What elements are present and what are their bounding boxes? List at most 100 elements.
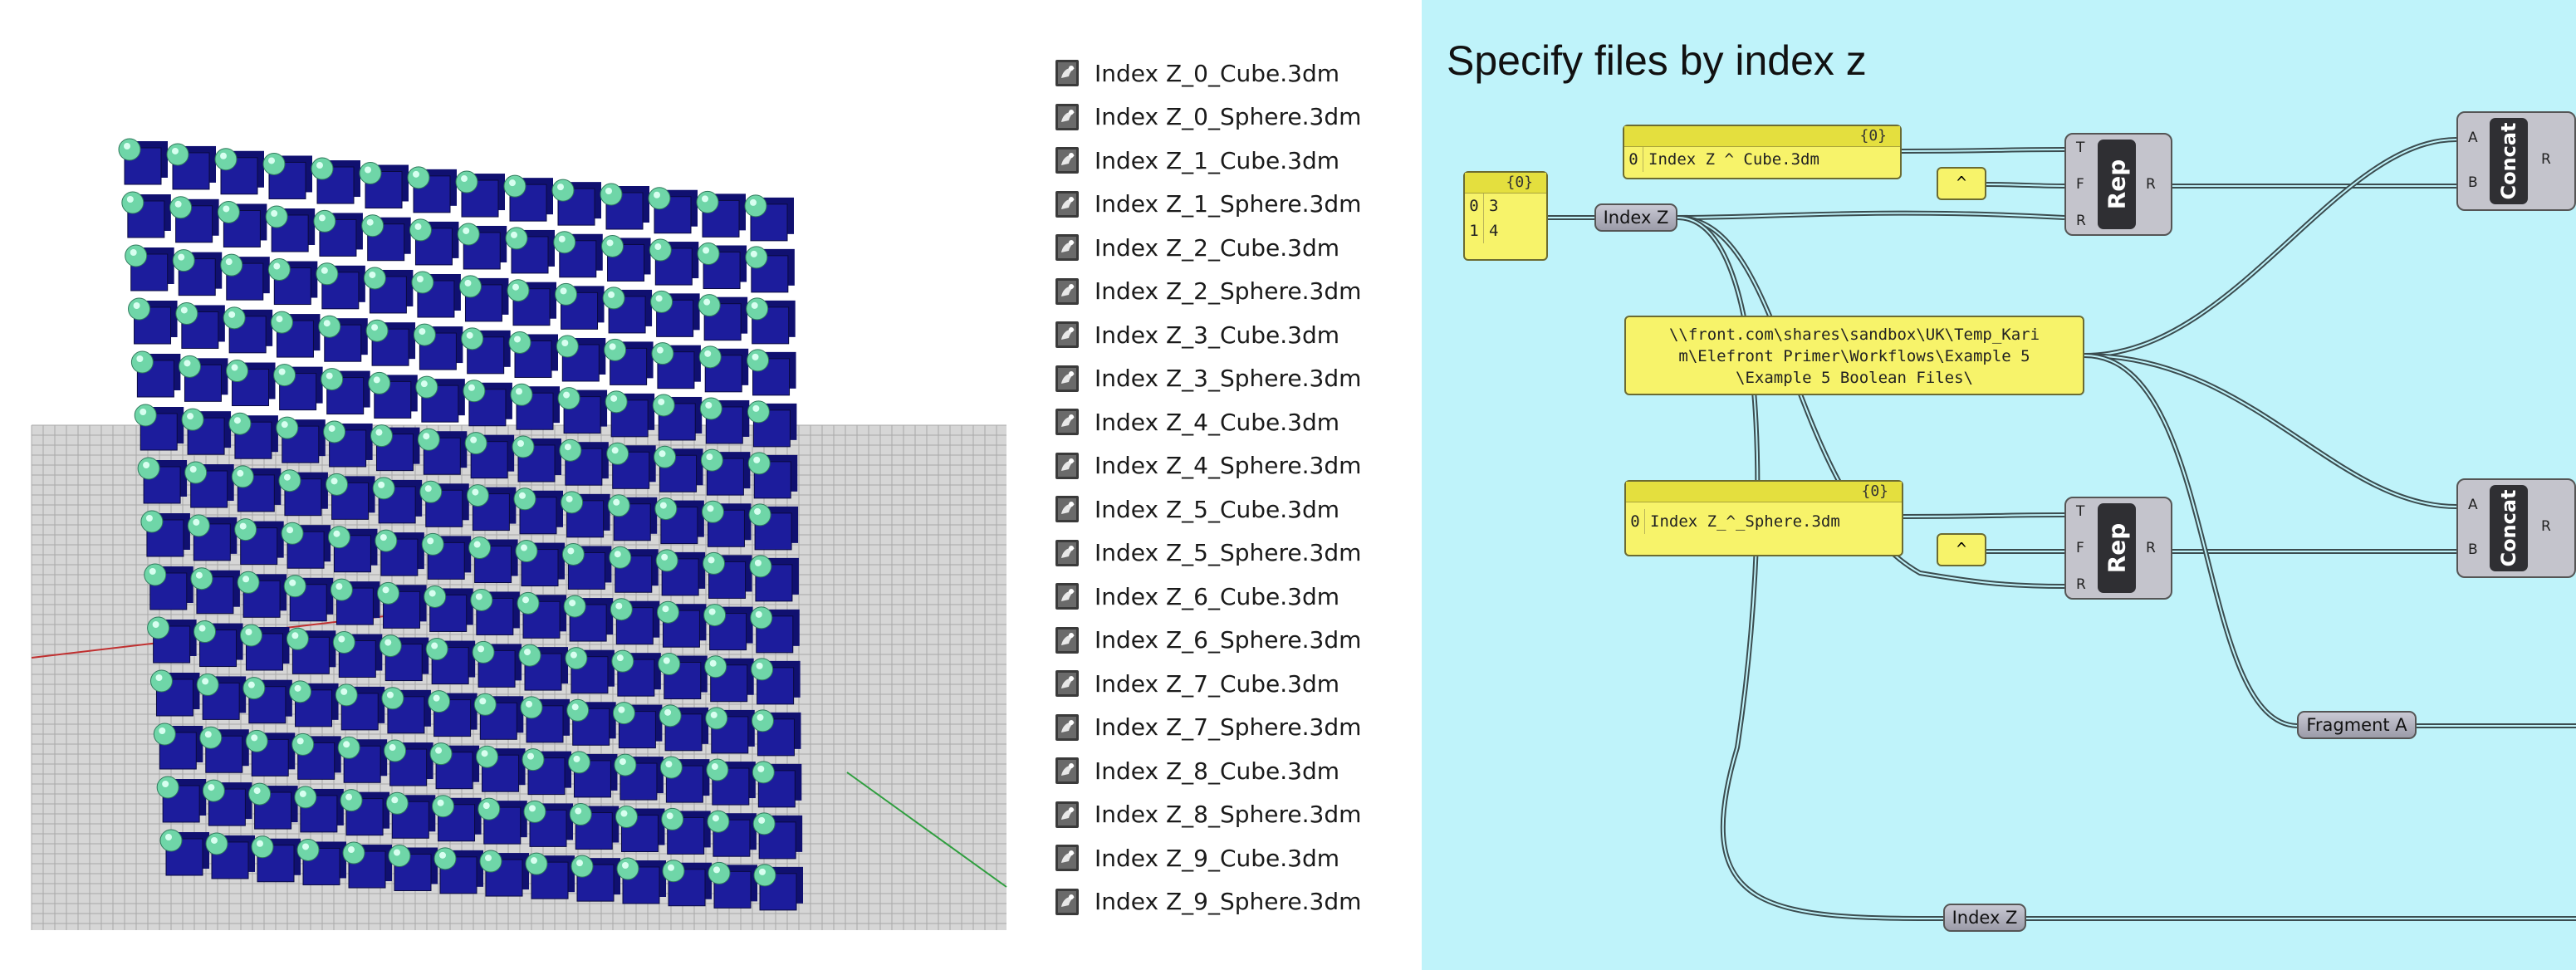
caret-panel[interactable]: ^	[1937, 167, 1986, 200]
wire-core	[2084, 355, 2457, 507]
concatenate-component[interactable]: A B Concat R	[2456, 478, 2576, 578]
file-list-item[interactable]: Index Z_1_Sphere.3dm	[1053, 183, 1402, 227]
replace-component[interactable]: T F R Rep R	[2064, 133, 2172, 236]
file-list-item[interactable]: Index Z_4_Sphere.3dm	[1053, 444, 1402, 488]
path-line-2: m\Elefront Primer\Workflows\Example 5	[1678, 347, 2030, 365]
file-list-item[interactable]: Index Z_0_Sphere.3dm	[1053, 96, 1402, 140]
rhino-file-icon	[1055, 583, 1079, 610]
file-list-item[interactable]: Index Z_3_Sphere.3dm	[1053, 357, 1402, 401]
relay-fragment-a[interactable]: Fragment A	[2297, 711, 2417, 739]
file-list-item[interactable]: Index Z_6_Cube.3dm	[1053, 575, 1402, 619]
file-list-item[interactable]: Index Z_9_Cube.3dm	[1053, 836, 1402, 880]
rhino-file-icon	[1055, 845, 1079, 872]
panel-header: {0}	[1626, 482, 1902, 502]
wire-core	[2084, 139, 2457, 356]
port-out: R	[2541, 151, 2551, 168]
rhino-viewport[interactable]	[0, 0, 1038, 970]
rhino-file-icon	[1055, 409, 1079, 436]
panel-header: {0}	[1624, 126, 1900, 147]
panel-text: \\front.com\shares\sandbox\UK\Temp_Kari …	[1626, 317, 2083, 395]
file-name: Index Z_4_Sphere.3dm	[1095, 452, 1362, 480]
rhino-file-icon	[1055, 496, 1079, 523]
rhino-file-icon	[1055, 277, 1079, 305]
caret-text: ^	[1956, 173, 1967, 193]
viewport-scene	[31, 138, 1007, 930]
replace-component[interactable]: T F R Rep R	[2064, 497, 2172, 600]
panel-header: {0}	[1465, 173, 1546, 194]
cube-array	[118, 138, 803, 911]
relay-index-z-bottom[interactable]: Index Z	[1943, 904, 2026, 932]
concatenate-component[interactable]: A B Concat R	[2456, 111, 2576, 211]
row-value: 3	[1489, 197, 1499, 215]
rhino-file-icon	[1055, 60, 1079, 87]
file-list-item[interactable]: Index Z_7_Sphere.3dm	[1053, 706, 1402, 750]
y-axis-line	[846, 772, 1007, 888]
component-label: Concat	[2497, 122, 2520, 200]
canvas-title: Specify files by index z	[1447, 37, 1867, 84]
rhino-file-icon	[1055, 757, 1079, 785]
file-list-item[interactable]: Index Z_5_Cube.3dm	[1053, 487, 1402, 532]
wire-core	[1677, 217, 1944, 919]
file-list-item[interactable]: Index Z_0_Cube.3dm	[1053, 51, 1402, 96]
caret-text: ^	[1956, 539, 1967, 559]
row-value: 4	[1489, 222, 1499, 240]
port-a: A	[2468, 130, 2478, 146]
rhino-file-icon	[1055, 147, 1079, 174]
file-name: Index Z_6_Cube.3dm	[1095, 582, 1340, 610]
file-list-item[interactable]: Index Z_4_Cube.3dm	[1053, 400, 1402, 444]
file-list-item[interactable]: Index Z_1_Cube.3dm	[1053, 139, 1402, 183]
file-name: Index Z_7_Sphere.3dm	[1095, 713, 1362, 742]
rhino-file-icon	[1055, 321, 1079, 349]
file-list-item[interactable]: Index Z_8_Sphere.3dm	[1053, 793, 1402, 837]
file-name: Index Z_7_Cube.3dm	[1095, 669, 1340, 698]
rhino-file-icon	[1055, 190, 1079, 218]
file-name: Index Z_1_Sphere.3dm	[1095, 190, 1362, 218]
wire-core	[1901, 149, 2065, 152]
row-index: 1	[1465, 218, 1484, 243]
path-line-3: \Example 5 Boolean Files\	[1736, 369, 1973, 387]
file-name: Index Z_2_Cube.3dm	[1095, 233, 1340, 262]
file-list-item[interactable]: Index Z_8_Cube.3dm	[1053, 749, 1402, 793]
path-line-1: \\front.com\shares\sandbox\UK\Temp_Kari	[1668, 326, 2040, 344]
file-name: Index Z_8_Cube.3dm	[1095, 757, 1340, 785]
port-f: F	[2076, 176, 2084, 193]
file-name: Index Z_3_Cube.3dm	[1095, 321, 1340, 349]
rhino-file-icon	[1055, 801, 1079, 828]
rhino-file-icon	[1055, 103, 1079, 130]
file-name: Index Z_5_Cube.3dm	[1095, 495, 1340, 523]
file-name: Index Z_6_Sphere.3dm	[1095, 626, 1362, 654]
port-out: R	[2146, 540, 2156, 556]
file-name: Index Z_5_Sphere.3dm	[1095, 539, 1362, 567]
component-label: Rep	[2103, 159, 2131, 210]
file-list-item[interactable]: Index Z_2_Sphere.3dm	[1053, 270, 1402, 314]
file-list-item[interactable]: Index Z_9_Sphere.3dm	[1053, 880, 1402, 924]
wire-core	[2084, 355, 2298, 727]
file-list-item[interactable]: Index Z_7_Cube.3dm	[1053, 662, 1402, 706]
relay-index-z[interactable]: Index Z	[1594, 203, 1677, 232]
file-name: Index Z_0_Cube.3dm	[1095, 59, 1340, 87]
file-list-item[interactable]: Index Z_6_Sphere.3dm	[1053, 619, 1402, 663]
component-label: Concat	[2497, 489, 2520, 567]
caret-panel[interactable]: ^	[1937, 533, 1986, 566]
file-list-item[interactable]: Index Z_3_Cube.3dm	[1053, 313, 1402, 357]
wire-core	[1901, 514, 2065, 517]
row-value: Index Z_^_Sphere.3dm	[1650, 512, 1840, 531]
port-f: F	[2076, 540, 2084, 556]
folder-path-panel[interactable]: \\front.com\shares\sandbox\UK\Temp_Kari …	[1624, 316, 2084, 395]
file-name: Index Z_4_Cube.3dm	[1095, 408, 1340, 436]
file-list-item[interactable]: Index Z_2_Cube.3dm	[1053, 226, 1402, 270]
port-r: R	[2076, 213, 2086, 229]
file-name: Index Z_3_Sphere.3dm	[1095, 365, 1362, 393]
rhino-file-icon	[1055, 670, 1079, 698]
row-value: Index Z ^ Cube.3dm	[1648, 150, 1819, 169]
port-out: R	[2146, 176, 2156, 193]
rhino-file-icon	[1055, 234, 1079, 262]
file-list-item[interactable]: Index Z_5_Sphere.3dm	[1053, 532, 1402, 576]
